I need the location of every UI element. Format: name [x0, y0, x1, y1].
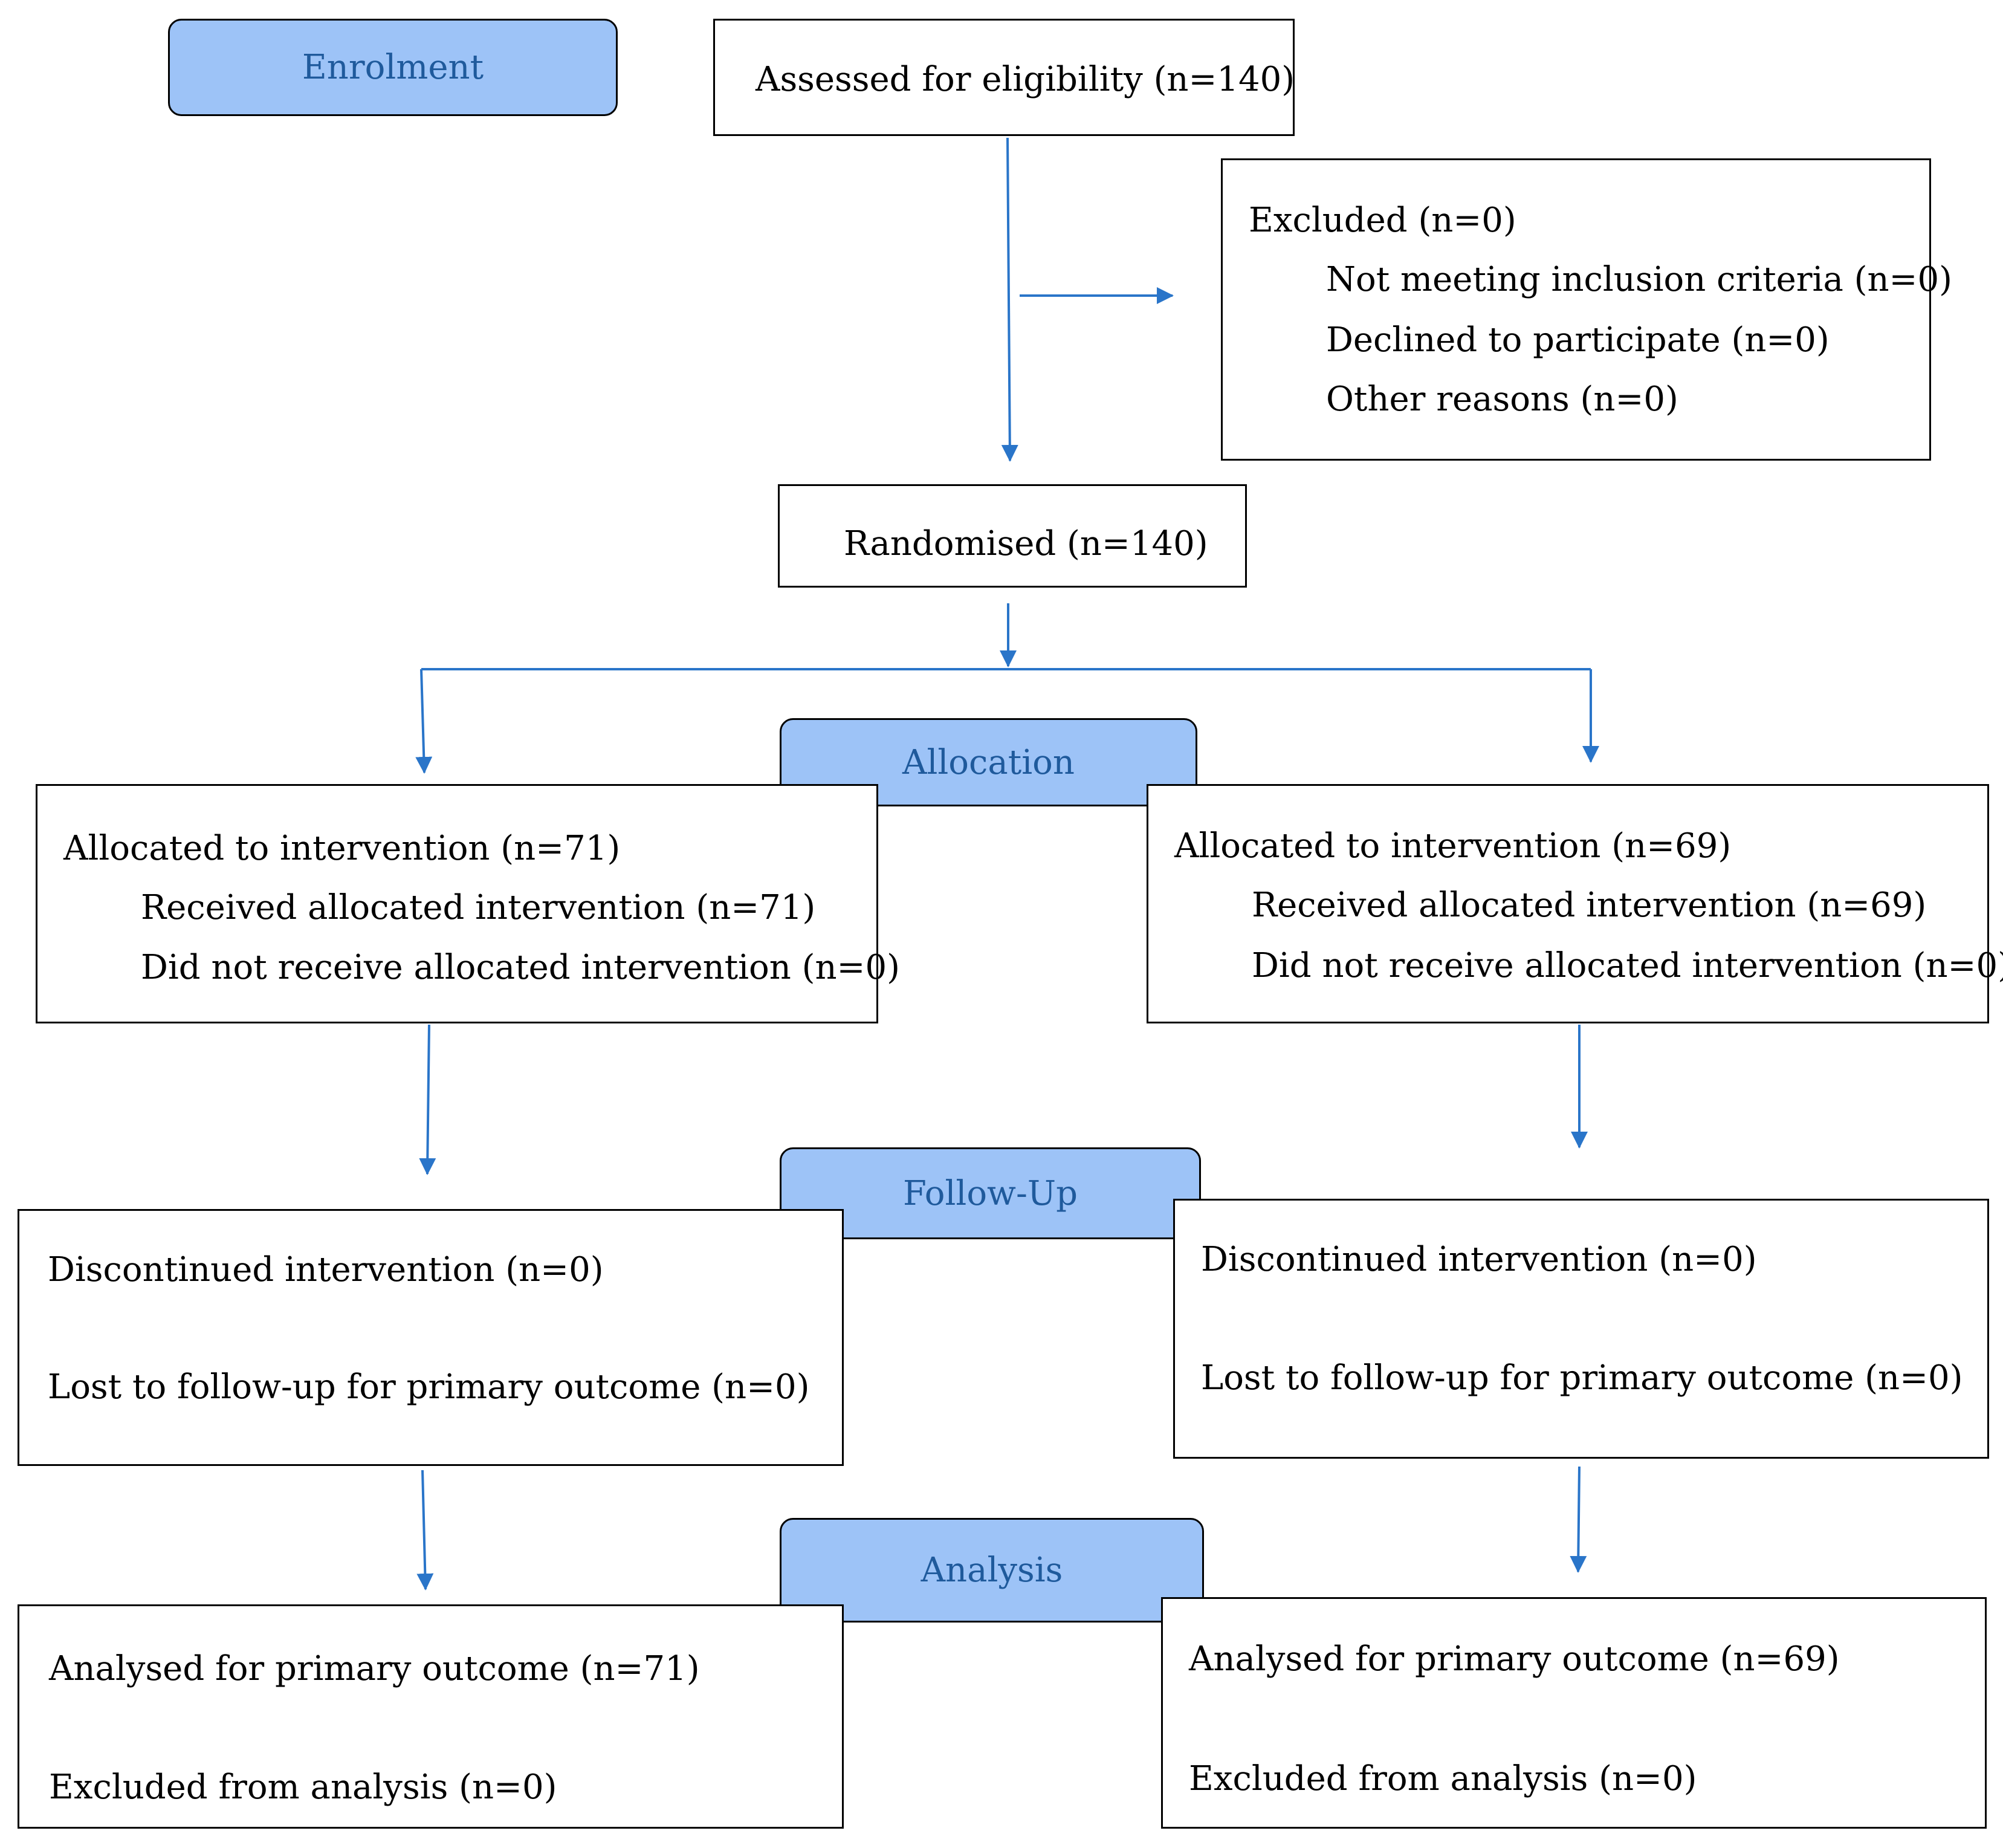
excluded-item: Not meeting inclusion criteria (n=0): [1326, 260, 1952, 299]
stage-allocation-label: Allocation: [902, 742, 1075, 782]
allocation-left-received: Received allocated intervention (n=71): [141, 888, 816, 927]
stage-enrolment-label: Enrolment: [302, 48, 484, 87]
allocation-right-title: Allocated to intervention (n=69): [1174, 826, 1732, 866]
analysis-left-box: Analysed for primary outcome (n=71) Excl…: [18, 1604, 844, 1829]
allocation-left-title: Allocated to intervention (n=71): [63, 829, 621, 868]
allocation-left-not-received: Did not receive allocated intervention (…: [141, 948, 900, 987]
followup-left-box: Discontinued intervention (n=0) Lost to …: [18, 1209, 844, 1466]
arrow-assessed-to-randomised: [1001, 137, 1018, 462]
allocation-right-not-received: Did not receive allocated intervention (…: [1252, 946, 2003, 985]
stage-follow-up-label: Follow-Up: [903, 1173, 1078, 1213]
allocation-left-box: Allocated to intervention (n=71) Receive…: [36, 784, 900, 1023]
analysis-left-excluded: Excluded from analysis (n=0): [49, 1768, 557, 1807]
stage-analysis-label: Analysis: [921, 1551, 1063, 1590]
excluded-box: Excluded (n=0) Not meeting inclusion cri…: [1221, 158, 1952, 461]
analysis-right-box: Analysed for primary outcome (n=69) Excl…: [1161, 1597, 1987, 1829]
stage-follow-up: Follow-Up: [780, 1147, 1201, 1239]
followup-right-lost: Lost to follow-up for primary outcome (n…: [1201, 1358, 1963, 1398]
allocation-right-box: Allocated to intervention (n=69) Receive…: [1147, 784, 2003, 1023]
followup-left-lost: Lost to follow-up for primary outcome (n…: [48, 1367, 810, 1407]
followup-right-discontinued: Discontinued intervention (n=0): [1201, 1240, 1757, 1279]
analysis-right-excluded: Excluded from analysis (n=0): [1189, 1759, 1697, 1798]
excluded-title: Excluded (n=0): [1249, 201, 1516, 240]
stage-allocation: Allocation: [780, 718, 1197, 806]
arrow-followup-to-analysis-right: [1570, 1466, 1587, 1573]
excluded-item: Declined to participate (n=0): [1326, 320, 1830, 360]
stage-enrolment: Enrolment: [168, 19, 618, 116]
assessed-text: Assessed for eligibility (n=140): [756, 60, 1295, 99]
arrow-allocation-to-followup-left: [419, 1024, 436, 1175]
analysis-left-analysed: Analysed for primary outcome (n=71): [49, 1649, 700, 1688]
assessed-box: Assessed for eligibility (n=140): [713, 19, 1295, 136]
randomised-box: Randomised (n=140): [778, 484, 1247, 588]
allocation-right-received: Received allocated intervention (n=69): [1252, 886, 1927, 925]
followup-left-discontinued: Discontinued intervention (n=0): [48, 1250, 604, 1289]
stage-analysis: Analysis: [780, 1518, 1204, 1623]
randomised-text: Randomised (n=140): [844, 524, 1208, 563]
analysis-right-analysed: Analysed for primary outcome (n=69): [1189, 1639, 1840, 1679]
followup-right-box: Discontinued intervention (n=0) Lost to …: [1173, 1199, 1989, 1459]
excluded-item: Other reasons (n=0): [1326, 380, 1678, 419]
arrow-split-left: [415, 669, 433, 774]
arrow-followup-to-analysis-left: [416, 1470, 434, 1590]
